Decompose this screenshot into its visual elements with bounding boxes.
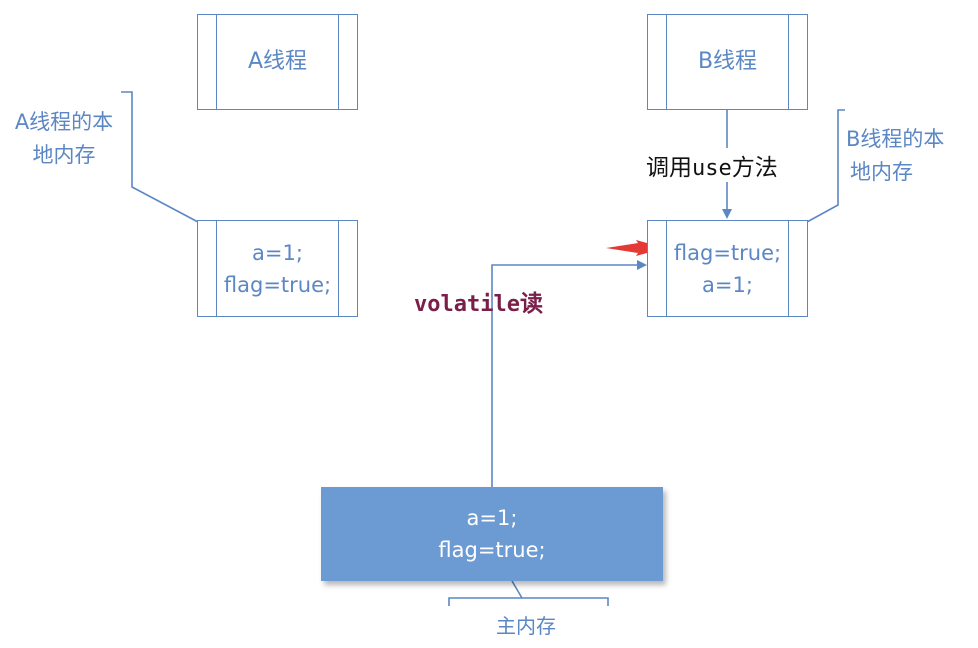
thread-b-local-memory-box: flag=true; a=1; — [647, 220, 808, 317]
thread-a-box: A线程 — [197, 14, 358, 110]
thread-b-box: B线程 — [647, 14, 808, 110]
thread-a-var-a: a=1; — [252, 240, 303, 265]
a-local-memory-bracket — [121, 91, 199, 223]
main-memory-bracket — [448, 580, 609, 606]
main-var-a: a=1; — [466, 506, 518, 530]
thread-b-title: B线程 — [697, 49, 758, 74]
thread-a-local-memory-box: a=1; flag=true; — [197, 220, 358, 317]
thread-a-title: A线程 — [247, 49, 308, 74]
thread-b-var-a: a=1; — [702, 272, 753, 297]
main-var-flag: flag=true; — [438, 538, 546, 562]
thread-b-var-flag: flag=true; — [673, 240, 782, 265]
thread-a-var-flag: flag=true; — [223, 272, 332, 297]
thread-a-local-memory-label: A线程的本 地内存 — [14, 110, 114, 167]
volatile-read-arrow — [491, 260, 647, 487]
call-use-method-label: 调用use方法 — [646, 148, 778, 182]
main-memory-box: a=1; flag=true; — [321, 487, 663, 581]
b-local-memory-bracket — [806, 109, 845, 223]
thread-b-local-memory-label: B线程的本 地内存 — [846, 127, 945, 184]
main-memory-label: 主内存 — [496, 614, 556, 638]
volatile-read-label: volatile读 — [414, 291, 543, 317]
